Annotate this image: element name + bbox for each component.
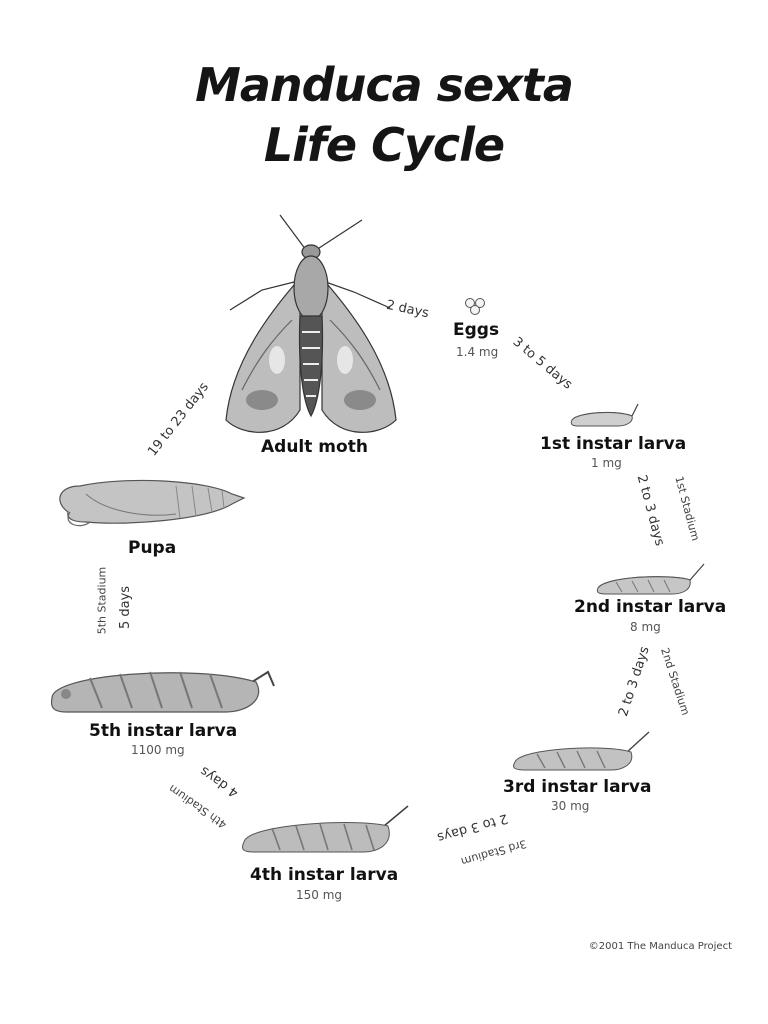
instar-1-illustration (570, 403, 639, 427)
duration-instar-4-to-5: 4 days (197, 762, 242, 801)
duration-instar-3-to-4: 2 to 3 days (435, 810, 510, 845)
adult-moth-illustration (225, 214, 397, 433)
stadium-2: 2nd Stadium (658, 646, 693, 717)
stage-label-eggs: Eggs (453, 320, 500, 340)
stage-mass-instar-2: 8 mg (630, 620, 661, 634)
stage-label-instar-3: 3rd instar larva (503, 777, 652, 797)
stage-mass-instar-5: 1100 mg (131, 743, 185, 757)
duration-eggs-to-instar-1: 3 to 5 days (509, 334, 576, 393)
stadium-1: 1st Stadium (672, 474, 703, 543)
eggs-illustration (465, 298, 485, 315)
instar-3-illustration (512, 731, 650, 771)
title-line-2: Life Cycle (263, 118, 505, 172)
stadium-3: 3rd Stadium (459, 836, 529, 869)
stage-mass-instar-1: 1 mg (591, 456, 622, 470)
stage-label-adult-moth: Adult moth (261, 437, 368, 457)
duration-instar-2-to-3: 2 to 3 days (615, 644, 653, 719)
stadium-5: 5th Stadium (95, 566, 109, 635)
duration-instar-1-to-2: 2 to 3 days (633, 473, 667, 548)
stage-label-instar-4: 4th instar larva (250, 865, 399, 885)
stage-mass-instar-4: 150 mg (296, 888, 343, 902)
instar-2-illustration (596, 563, 705, 595)
duration-instar-5-to-pupa: 5 days (118, 585, 134, 630)
stage-label-instar-5: 5th instar larva (89, 721, 238, 741)
instar-4-illustration (241, 805, 409, 853)
instar-5-illustration (50, 670, 275, 713)
duration-pupa-to-adult: 19 to 23 days (145, 379, 212, 460)
stage-mass-instar-3: 30 mg (551, 799, 590, 813)
stage-label-pupa: Pupa (128, 538, 177, 558)
pupa-illustration (59, 479, 246, 527)
copyright-notice: ©2001 The Manduca Project (588, 941, 732, 952)
title-line-1: Manduca sexta (195, 58, 574, 112)
stage-label-instar-1: 1st instar larva (540, 434, 687, 454)
stage-mass-eggs: 1.4 mg (456, 345, 499, 359)
stage-label-instar-2: 2nd instar larva (574, 597, 727, 617)
